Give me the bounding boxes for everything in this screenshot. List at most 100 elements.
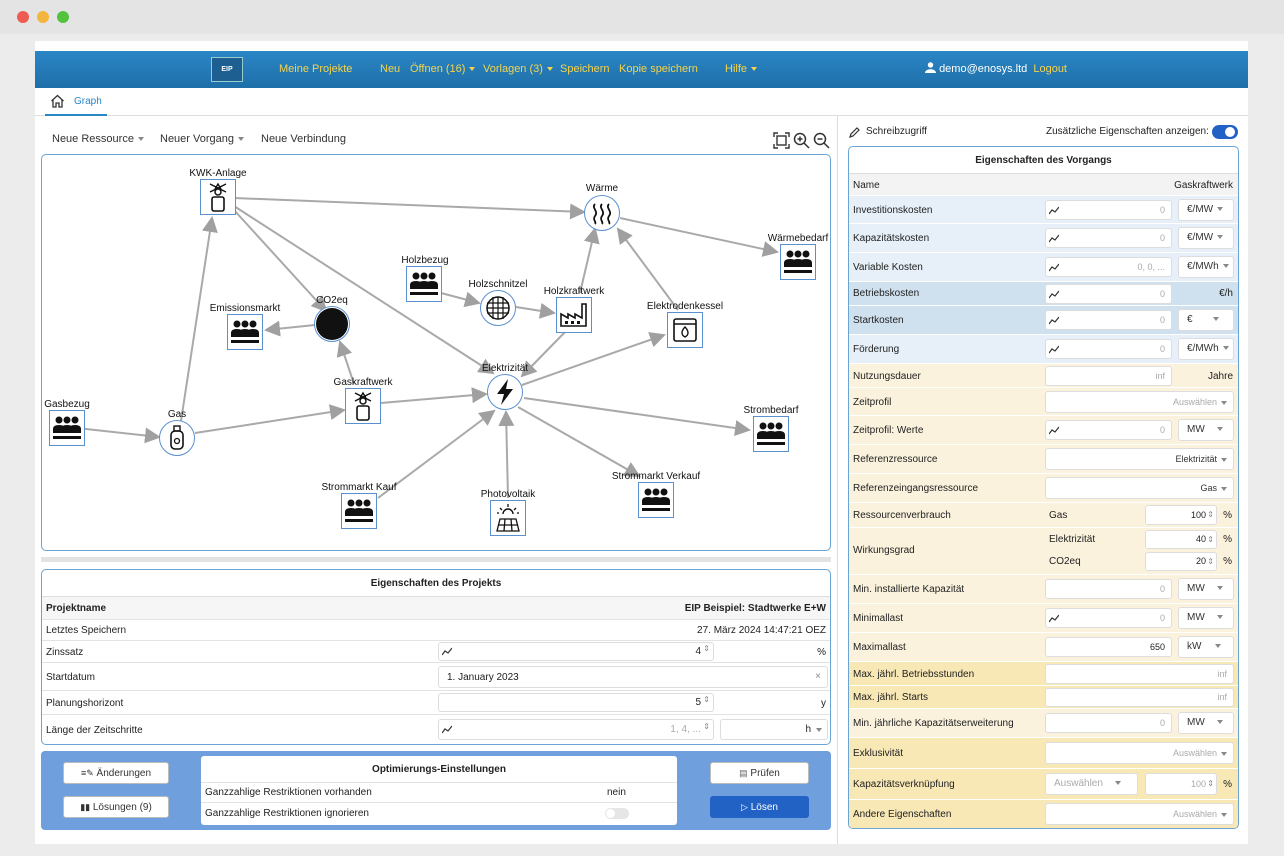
max-starts-input[interactable]: inf	[1045, 688, 1234, 707]
investment-costs-unit-select[interactable]: €/MW	[1178, 199, 1234, 221]
name-field[interactable]: Gaskraftwerk	[1174, 180, 1233, 191]
chevron-down-icon	[1216, 615, 1223, 620]
maximize-window-button[interactable]	[57, 11, 69, 23]
node-holzbezug[interactable]	[406, 266, 442, 302]
planning-horizon-input[interactable]: 5 ⇕	[438, 693, 714, 712]
efficiency-co2-input[interactable]: 20⇕	[1145, 552, 1217, 571]
zoom-in-icon[interactable]	[793, 132, 810, 149]
time-profile-unit-select[interactable]: MW	[1178, 419, 1234, 441]
nav-help[interactable]: Hilfe	[725, 63, 758, 75]
time-profile-select[interactable]: Auswählen	[1045, 391, 1234, 413]
node-waerme[interactable]	[584, 195, 620, 231]
logout-link[interactable]: Logout	[1033, 63, 1067, 75]
app-logo[interactable]: EIP	[211, 57, 243, 82]
min-installed-capacity-unit-select[interactable]: MW	[1178, 578, 1234, 600]
nav-new[interactable]: Neu	[380, 63, 401, 75]
node-kwk-anlage[interactable]	[200, 179, 236, 215]
nav-save[interactable]: Speichern	[560, 63, 610, 75]
close-window-button[interactable]	[17, 11, 29, 23]
user-menu[interactable]: demo@enosys.ltd Logout	[925, 62, 1067, 75]
start-date-input[interactable]: 1. January 2023 ×	[438, 666, 828, 688]
tab-graph[interactable]: Graph	[45, 88, 107, 116]
node-strombedarf[interactable]	[753, 416, 789, 452]
start-costs-input[interactable]: 0	[1045, 310, 1172, 330]
node-gas[interactable]	[159, 420, 195, 456]
variable-costs-input[interactable]: 0, 0, ...	[1045, 257, 1172, 277]
row-last-saved: Letztes Speichern 27. März 2024 14:47:21…	[42, 620, 830, 641]
zoom-out-icon[interactable]	[813, 132, 830, 149]
row-min-capacity-expansion: Min. jährliche Kapazitätserweiterung 0 M…	[849, 709, 1238, 738]
step-length-unit-select[interactable]: h	[720, 719, 828, 740]
opt-ignore-toggle[interactable]	[605, 808, 629, 819]
extra-props-label: Zusätzliche Eigenschaften anzeigen:	[1046, 126, 1209, 137]
fit-screen-icon[interactable]	[773, 132, 790, 149]
minimize-window-button[interactable]	[37, 11, 49, 23]
subsidy-unit-select[interactable]: €/MWh	[1178, 338, 1234, 360]
capacity-link-input[interactable]: 100⇕	[1145, 773, 1217, 795]
graph-canvas[interactable]: KWK-Anlage Wärme Wärmebedarf Holzbezug H…	[41, 154, 831, 551]
home-icon	[51, 94, 64, 108]
step-length-input[interactable]: 1, 4, ... ⇕	[438, 719, 714, 740]
capacity-costs-unit-select[interactable]: €/MW	[1178, 227, 1234, 249]
solve-button[interactable]: ▷ Lösen	[710, 796, 809, 818]
node-co2eq[interactable]	[314, 306, 350, 342]
variable-costs-unit-select[interactable]: €/MWh	[1178, 256, 1234, 278]
reference-input-resource-select[interactable]: Gas	[1045, 477, 1234, 499]
changes-button[interactable]: ≡✎ Änderungen	[63, 762, 169, 784]
investment-costs-input[interactable]: 0	[1045, 200, 1172, 220]
new-process-dropdown[interactable]: Neuer Vorgang	[160, 133, 244, 145]
project-name-field[interactable]: EIP Beispiel: Stadtwerke E+W	[684, 603, 826, 614]
node-elektrizitaet[interactable]	[487, 374, 523, 410]
panel-splitter[interactable]	[41, 557, 831, 562]
new-connection-button[interactable]: Neue Verbindung	[261, 133, 347, 145]
extra-props-toggle[interactable]	[1212, 125, 1238, 139]
node-emissionsmarkt[interactable]	[227, 314, 263, 350]
reference-resource-select[interactable]: Elektrizität	[1045, 448, 1234, 470]
trend-icon	[1049, 290, 1059, 299]
clear-icon[interactable]: ×	[815, 671, 821, 682]
nav-my-projects[interactable]: Meine Projekte	[279, 63, 353, 75]
interest-input[interactable]: 4 ⇕	[438, 642, 714, 661]
max-load-unit-select[interactable]: kW	[1178, 636, 1234, 658]
subsidy-input[interactable]: 0	[1045, 339, 1172, 359]
resource-consumption-input[interactable]: 100⇕	[1145, 505, 1217, 525]
nav-save-copy[interactable]: Kopie speichern	[619, 63, 698, 75]
time-profile-values-input[interactable]: 0	[1045, 420, 1172, 440]
node-photovoltaik[interactable]	[490, 500, 526, 536]
solve-label: Lösen	[750, 802, 778, 813]
node-gasbezug[interactable]	[49, 410, 85, 446]
check-button[interactable]: ▤ Prüfen	[710, 762, 809, 784]
min-capacity-expansion-unit: MW	[1187, 717, 1205, 728]
node-strommarkt-kauf[interactable]	[341, 493, 377, 529]
node-gaskraftwerk[interactable]	[345, 388, 381, 424]
row-capacity-link: Kapazitätsverknüpfung Auswählen 100⇕ %	[849, 769, 1238, 800]
max-load-input[interactable]: 650	[1045, 637, 1172, 657]
node-elektrodenkessel[interactable]	[667, 312, 703, 348]
min-installed-capacity-input[interactable]: 0	[1045, 579, 1172, 599]
node-strommarkt-verkauf[interactable]	[638, 482, 674, 518]
capacity-costs-input[interactable]: 0	[1045, 228, 1172, 248]
min-load-unit-select[interactable]: MW	[1178, 607, 1234, 629]
investment-costs-label: Investitionskosten	[853, 205, 933, 216]
min-load-input[interactable]: 0	[1045, 608, 1172, 628]
nav-open[interactable]: Öffnen (16)	[410, 63, 476, 75]
max-operating-hours-input[interactable]: inf	[1045, 664, 1234, 684]
consumer-group-icon	[783, 250, 813, 273]
nav-templates[interactable]: Vorlagen (3)	[483, 63, 553, 75]
node-holzkraftwerk[interactable]	[556, 297, 592, 333]
min-capacity-expansion-unit-select[interactable]: MW	[1178, 712, 1234, 734]
node-waermebedarf[interactable]	[780, 244, 816, 280]
capacity-link-value: Auswählen	[1054, 778, 1103, 789]
start-costs-unit-select[interactable]: €	[1178, 309, 1234, 331]
node-holzschnitzel[interactable]	[480, 290, 516, 326]
chevron-down-icon	[1222, 264, 1229, 269]
efficiency-electricity-input[interactable]: 40⇕	[1145, 530, 1217, 549]
new-resource-dropdown[interactable]: Neue Ressource	[52, 133, 144, 145]
lifetime-input[interactable]: inf	[1045, 366, 1172, 386]
operating-costs-input[interactable]: 0	[1045, 284, 1172, 304]
capacity-link-select[interactable]: Auswählen	[1045, 773, 1138, 795]
exclusivity-select[interactable]: Auswählen	[1045, 742, 1234, 764]
solutions-button[interactable]: ▮▮ Lösungen (9)	[63, 796, 169, 818]
other-properties-select[interactable]: Auswählen	[1045, 803, 1234, 825]
min-capacity-expansion-input[interactable]: 0	[1045, 713, 1172, 733]
